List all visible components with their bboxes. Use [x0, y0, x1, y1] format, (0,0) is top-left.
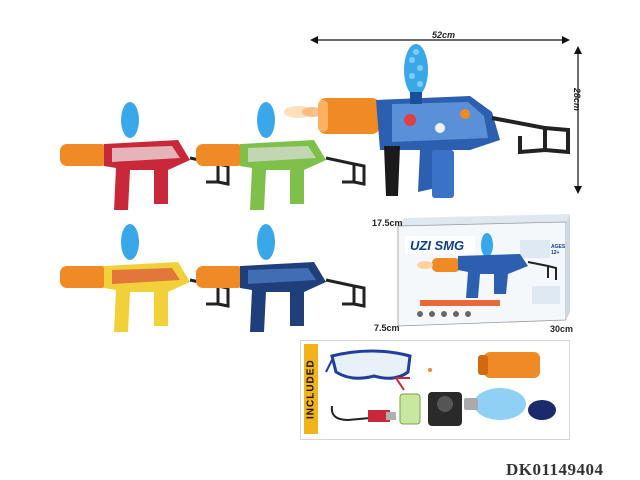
- navy-gun-image: [196, 224, 366, 332]
- box-title-text: UZI SMG: [410, 238, 465, 253]
- box-depth-label: 7.5cm: [374, 323, 400, 333]
- box-width-label: 30cm: [550, 324, 574, 334]
- yellow-gun-image: [60, 224, 230, 332]
- product-code: DK01149404: [506, 460, 604, 479]
- green-gun-image: [196, 102, 366, 210]
- box-height-label: 17.5cm: [372, 218, 403, 228]
- large-width-label: 52cm: [432, 30, 456, 40]
- box-age-badge: AGES 12+: [551, 244, 566, 256]
